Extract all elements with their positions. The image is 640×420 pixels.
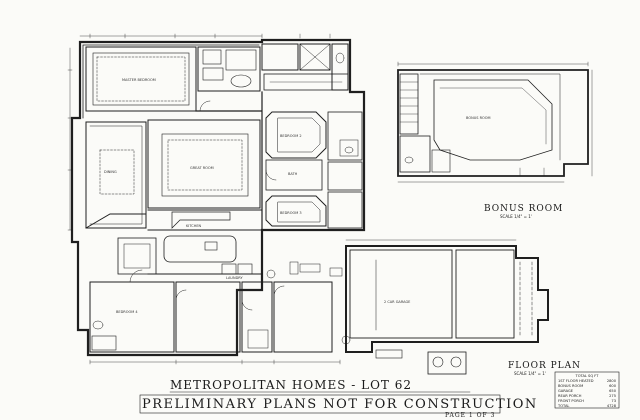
floor-plan-scale: SCALE 1/4" = 1' bbox=[514, 371, 546, 376]
bonus-room-plan bbox=[397, 61, 593, 183]
room-label-great: GREAT ROOM bbox=[190, 166, 214, 170]
room-label-bedroom-3: BEDROOM 3 bbox=[280, 211, 302, 215]
floor-plan-title: FLOOR PLAN bbox=[508, 361, 582, 371]
room-label-master: MASTER BEDROOM bbox=[122, 78, 156, 82]
garage-wing bbox=[345, 239, 549, 375]
room-label-kitchen: KITCHEN bbox=[186, 224, 202, 228]
sqft-label: 1ST FLOOR HEATED bbox=[558, 379, 594, 383]
sqft-value: 650 bbox=[609, 389, 616, 393]
sqft-label: REAR PORCH bbox=[558, 394, 582, 398]
bonus-room-scale: SCALE 1/4" = 1' bbox=[500, 214, 532, 219]
sqft-value: 275 bbox=[609, 394, 616, 398]
sqft-label: TOTAL bbox=[558, 404, 570, 408]
page-number: PAGE 1 OF 3 bbox=[445, 412, 496, 419]
room-label-garage: 2 CAR GARAGE bbox=[384, 300, 411, 304]
sqft-header: TOTAL SQ FT bbox=[575, 374, 599, 378]
table-row: GARAGE 650 bbox=[557, 389, 617, 394]
table-row: BONUS ROOM 600 bbox=[557, 384, 617, 389]
sqft-value: 73 bbox=[611, 399, 616, 403]
room-label-bath: BATH bbox=[288, 172, 298, 176]
room-label-bedroom-4: BEDROOM 4 bbox=[116, 310, 138, 314]
room-label-laundry: LAUNDRY bbox=[226, 276, 243, 280]
sqft-value: 2800 bbox=[606, 379, 616, 383]
room-label-dining: DINING bbox=[104, 170, 117, 174]
table-row: TOTAL 4728 bbox=[557, 404, 617, 409]
room-label-bonus: BONUS ROOM bbox=[466, 116, 491, 120]
sqft-label: FRONT PORCH bbox=[558, 399, 584, 403]
sqft-label: BONUS ROOM bbox=[558, 384, 584, 388]
sheet-title: METROPOLITAN HOMES - LOT 62 bbox=[170, 378, 413, 392]
sqft-label: GARAGE bbox=[558, 389, 574, 393]
table-row: 1ST FLOOR HEATED 2800 bbox=[557, 379, 617, 384]
table-row: REAR PORCH 275 bbox=[557, 394, 617, 399]
room-label-bedroom-2: BEDROOM 2 bbox=[280, 134, 302, 138]
sqft-value: 600 bbox=[609, 384, 616, 388]
square-footage-table: TOTAL SQ FT 1ST FLOOR HEATED 2800 BONUS R… bbox=[557, 374, 617, 409]
main-floor-plan bbox=[67, 33, 366, 365]
sqft-value: 4728 bbox=[606, 404, 616, 408]
bonus-room-title: BONUS ROOM bbox=[484, 204, 564, 214]
table-row: FRONT PORCH 73 bbox=[557, 399, 617, 404]
preliminary-notice: PRELIMINARY PLANS NOT FOR CONSTRUCTION bbox=[142, 397, 538, 412]
